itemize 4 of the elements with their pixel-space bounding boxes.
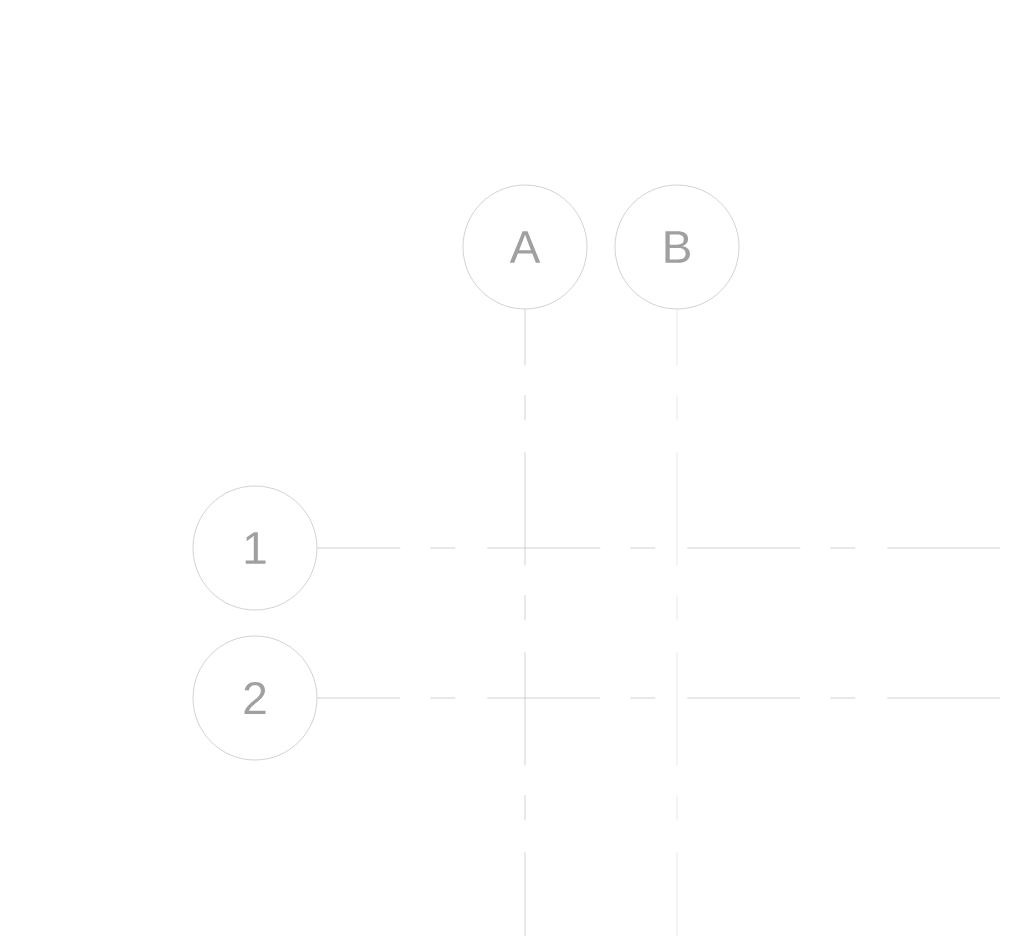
grid-bubble: B [614, 184, 740, 310]
grid-bubble: A [462, 184, 588, 310]
grid-bubble: 1 [192, 485, 318, 611]
grid-bubble: 2 [192, 635, 318, 761]
